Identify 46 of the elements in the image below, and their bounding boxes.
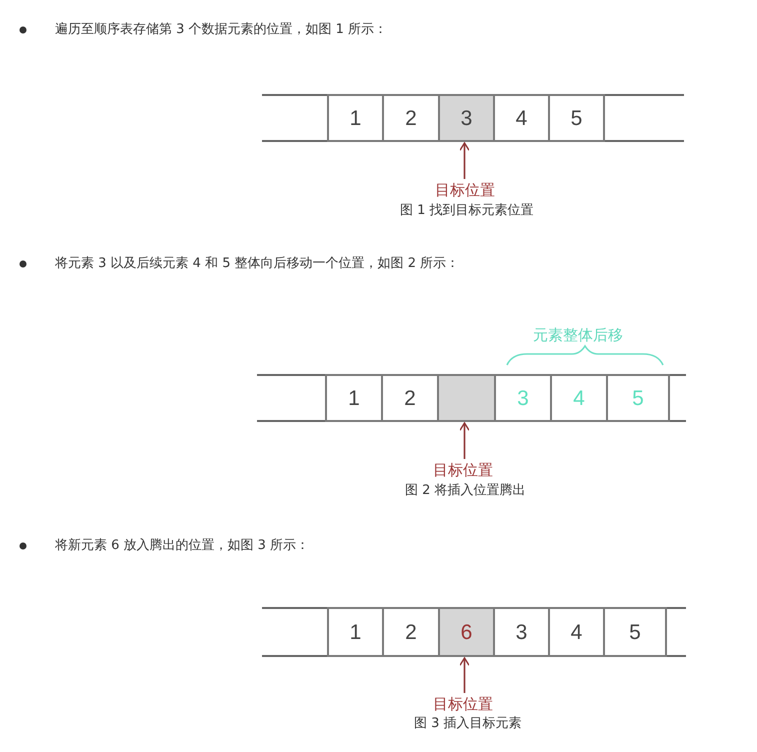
element-value: 2 (405, 108, 417, 128)
array-cell (550, 374, 608, 422)
array-cell (382, 94, 440, 142)
target-label: 目标位置 (425, 179, 505, 201)
figure-caption: 图 2 将插入位置腾出 (405, 483, 526, 499)
array-cell (381, 374, 439, 422)
element-value: 3 (460, 108, 472, 128)
array-cell (438, 607, 495, 657)
instruction-text: 遍历至顺序表存储第 3 个数据元素的位置，如图 1 所示： (55, 22, 388, 38)
target-label: 目标位置 (423, 693, 503, 715)
array-cell (548, 607, 605, 657)
arrow (459, 657, 470, 693)
element-value: 5 (629, 622, 641, 642)
element-value: 4 (516, 108, 528, 128)
element-value: 1 (350, 622, 362, 642)
element-value: 2 (405, 622, 417, 642)
element-value: 5 (570, 108, 582, 128)
array-cell (494, 374, 552, 422)
element-value: 5 (632, 388, 644, 408)
arrow (459, 422, 470, 459)
array-cell (603, 607, 667, 657)
array-cell (493, 94, 550, 142)
figure-caption: 图 1 找到目标元素位置 (400, 203, 534, 219)
element-value: 1 (350, 108, 362, 128)
instruction-text: 将新元素 6 放入腾出的位置，如图 3 所示： (55, 538, 310, 554)
array-cell (493, 607, 550, 657)
element-value: 4 (570, 622, 582, 642)
bracket-label: 元素整体后移 (533, 326, 623, 344)
array-cell (382, 607, 440, 657)
instruction-text: 将元素 3 以及后续元素 4 和 5 整体向后移动一个位置，如图 2 所示： (55, 256, 460, 272)
element-value: 3 (516, 622, 528, 642)
element-value: 2 (404, 388, 416, 408)
element-value: 4 (573, 388, 585, 408)
element-value: 6 (460, 622, 472, 642)
target-label: 目标位置 (423, 459, 503, 481)
array-cell (327, 607, 384, 657)
figure-caption: 图 3 插入目标元素 (414, 716, 522, 732)
array-cell (438, 94, 495, 142)
arrow (459, 142, 470, 179)
array-cell (327, 94, 384, 142)
array-cell (548, 94, 605, 142)
array-cell (606, 374, 670, 422)
array-cell (325, 374, 383, 422)
element-value: 3 (517, 388, 529, 408)
array-cell (437, 374, 496, 422)
element-value: 1 (348, 388, 360, 408)
